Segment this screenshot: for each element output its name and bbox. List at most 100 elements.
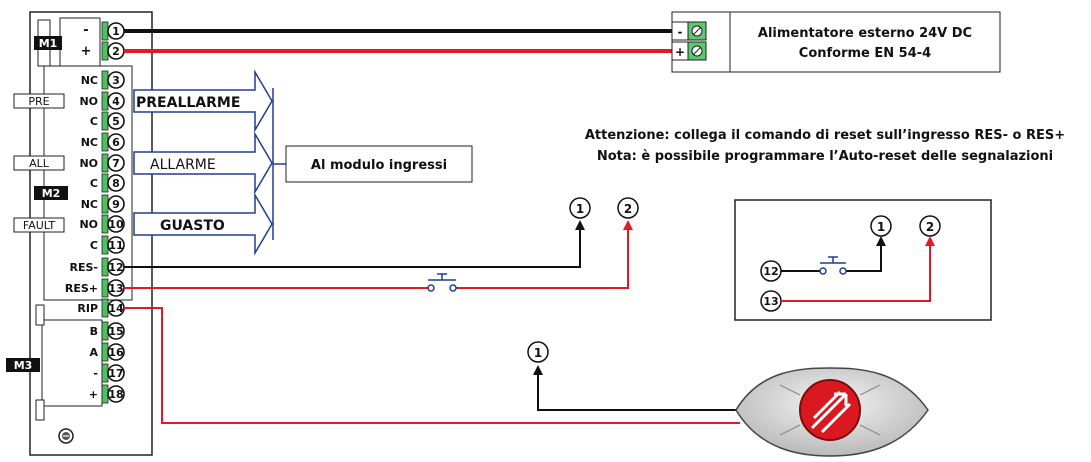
terminal-number: 11 (108, 239, 123, 252)
terminal-number: 7 (112, 157, 120, 170)
rip-wire (124, 307, 740, 424)
m3-block (41, 319, 103, 407)
terminal-row-13: 13 RES+ (65, 278, 125, 298)
inset-marker-2 (919, 215, 941, 237)
terminal-number-circle (107, 343, 125, 361)
marker-2 (617, 197, 639, 219)
terminal-number: 14 (108, 302, 124, 315)
all-tag: ALL (29, 157, 50, 170)
terminal-number: 13 (108, 282, 123, 295)
m2-label-bg (34, 186, 68, 200)
terminal-number-circle (107, 92, 125, 110)
svg-text:12: 12 (763, 265, 778, 278)
terminal-label: C (90, 115, 98, 128)
terminal-label: B (90, 325, 98, 338)
marker-1 (569, 197, 591, 219)
terminal-label: NC (81, 198, 98, 211)
remote-indicator-device (735, 367, 929, 457)
terminal-label: C (90, 239, 98, 252)
terminal-number: 6 (112, 136, 120, 149)
terminal-label: NC (81, 74, 98, 87)
guasto-label: GUASTO (160, 218, 225, 234)
m1-label-bg (34, 36, 62, 50)
terminal-label: - (93, 367, 98, 380)
terminal-number: 2 (112, 45, 120, 58)
terminal-label: RES- (70, 261, 98, 274)
terminal-row-5: 5C (90, 111, 125, 131)
pre-tag: PRE (28, 95, 49, 108)
all-tag-box (13, 155, 65, 171)
terminal-number-circle (107, 236, 125, 254)
terminal-label: C (90, 177, 98, 190)
terminal-row-15: 15 B (90, 321, 125, 341)
terminal-label: NO (79, 157, 98, 170)
terminal-row-10: 10 NO (79, 214, 125, 234)
terminal-row-3: 3NC (81, 70, 125, 90)
terminal-label: NC (81, 136, 98, 149)
terminal-number-circle (107, 385, 125, 403)
preallarme-arrow: PREALLARME (133, 69, 273, 133)
terminal-row-16: 16A (89, 342, 125, 362)
svg-text:1: 1 (877, 220, 885, 234)
terminal-label: RES+ (65, 282, 98, 295)
terminal-number: 4 (112, 95, 120, 108)
terminal-row-1: 1 (101, 21, 125, 41)
terminal-number: 15 (108, 325, 123, 338)
terminal-row-9: 9 NC (81, 194, 125, 214)
m1-block (59, 17, 101, 67)
m3-clip-top (35, 304, 45, 326)
terminal-row-12: 12 RES- (70, 257, 125, 277)
m1-minus-label: - (83, 23, 88, 38)
terminal-number-circle (107, 215, 125, 233)
res-minus-wire (124, 227, 581, 268)
allarme-arrow: ALLARME (133, 131, 273, 195)
terminal-row-7: 7 NO (79, 153, 125, 173)
module-box (285, 145, 473, 183)
m3-clip-bottom (35, 399, 45, 421)
power-supply-box (671, 11, 1001, 73)
terminal-number: 12 (108, 261, 123, 274)
terminal-label: A (89, 346, 98, 359)
m1-label: M1 (39, 37, 58, 50)
preallarme-label: PREALLARME (136, 95, 240, 111)
terminal-row-6: 6 NC (81, 132, 125, 152)
terminal-row-11: 11 C (90, 235, 125, 255)
terminal-number-circle (107, 195, 125, 213)
fault-tag-box (13, 217, 65, 233)
terminal-row-18: 18+ (89, 384, 125, 404)
ps-subtitle: Conforme EN 54-4 (799, 46, 931, 61)
terminal-number: 8 (112, 177, 120, 190)
note-line-1: Attenzione: collega il comando di reset … (585, 128, 1065, 143)
terminal-row-2: 2 (101, 41, 125, 61)
svg-text:1: 1 (534, 346, 542, 360)
terminal-row-4: 4 NO (79, 91, 125, 111)
ps-minus-label: - (678, 25, 683, 39)
fault-tag: FAULT (23, 219, 56, 232)
device-marker-1 (527, 341, 549, 363)
terminal-label: RIP (77, 302, 98, 315)
terminal-row-17: 17- (93, 363, 125, 383)
terminal-list: 123NC4NO5C6NC7NO8C9NC10NO11C12RES-13RES+… (65, 21, 125, 404)
m1-plus-label: + (81, 44, 92, 59)
ps-plus-label: + (675, 45, 685, 59)
inset-pushbutton-icon (819, 256, 847, 275)
terminal-number-circle (107, 322, 125, 340)
m3-label-bg (6, 358, 40, 372)
inset-marker-1 (870, 215, 892, 237)
terminal-number-circle (107, 112, 125, 130)
module-box-label: Al modulo ingressi (311, 158, 447, 173)
bracket (272, 88, 286, 240)
terminal-label: NO (79, 218, 98, 231)
terminal-label: NO (79, 95, 98, 108)
terminal-number-circle (107, 133, 125, 151)
svg-text:1: 1 (576, 202, 584, 216)
terminal-row-14: 14 RIP (77, 298, 125, 318)
terminal-number: 18 (108, 388, 123, 401)
allarme-label: ALLARME (150, 157, 216, 173)
svg-text:13: 13 (763, 295, 778, 308)
pushbutton-icon (427, 273, 457, 292)
terminal-number: 9 (112, 198, 120, 211)
terminal-number: 10 (108, 218, 124, 231)
terminal-number-circle (107, 71, 125, 89)
